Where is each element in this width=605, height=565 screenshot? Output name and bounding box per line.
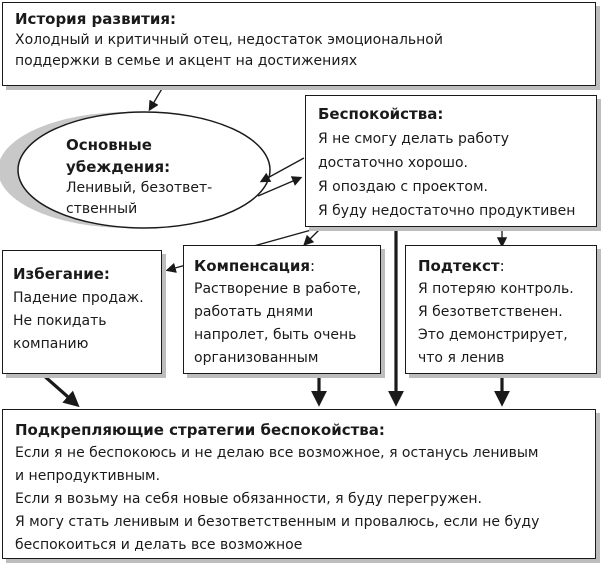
compensation-line: Растворение в работе, [194, 281, 362, 297]
history-title: История развития: [15, 10, 176, 28]
avoidance-line: Падение продаж. [13, 290, 144, 306]
arrow-history-to-beliefs [148, 86, 164, 112]
subtext-box: Подтекст: Я потеряю контроль. Я безответ… [405, 245, 597, 374]
worries-line: Я не смогу делать работу [318, 131, 510, 147]
history-line: поддержки в семье и акцент на достижения… [15, 53, 358, 69]
strategies-line: Я могу стать ленивым и безответственным … [15, 514, 540, 530]
subtext-title: Подтекст [418, 257, 500, 275]
avoidance-line: компанию [13, 336, 89, 352]
strategies-line: Если я не беспокоюсь и не делаю все возм… [15, 445, 539, 461]
beliefs-title: Основные [66, 136, 152, 154]
beliefs-ellipse [17, 111, 271, 229]
compensation-line: напролет, быть очень [194, 327, 357, 343]
beliefs-line: ственный [66, 201, 138, 217]
beliefs-title: убеждения: [66, 158, 171, 176]
subtext-line: Я потеряю контроль. [418, 281, 574, 297]
avoidance-box: Избегание: Падение продаж. Не покидать к… [2, 250, 162, 374]
subtext-line: Я безответственен. [418, 304, 563, 320]
history-line: Холодный и критичный отец, недостаток эм… [15, 32, 443, 48]
strategies-line: беспокоиться и делать все возможное [15, 537, 303, 553]
history-box: История развития: Холодный и критичный о… [2, 2, 596, 86]
compensation-box: Компенсация: Растворение в работе, работ… [183, 245, 381, 374]
worries-line: Я опоздаю с проектом. [318, 179, 488, 195]
subtext-line: что я ленив [418, 350, 505, 366]
strategies-line: и непродуктивным. [15, 468, 161, 484]
arrow-avoidance-to-strategies [40, 372, 80, 408]
compensation-title-colon: : [310, 257, 316, 275]
worries-title: Беспокойства: [318, 105, 444, 123]
strategies-title: Подкрепляющие стратегии беспокойства: [15, 421, 385, 439]
beliefs-node: Основные убеждения: Ленивый, безответ- с… [40, 134, 260, 220]
arrow-worries-to-beliefs [259, 157, 305, 183]
avoidance-title: Избегание: [13, 265, 110, 283]
subtext-line: Это демонстрирует, [418, 327, 568, 343]
compensation-line: работать днями [194, 304, 314, 320]
worries-box: Беспокойства: Я не смогу делать работу д… [305, 95, 597, 227]
arrow-worries-to-compensation [303, 226, 323, 246]
subtext-title-colon: : [499, 257, 505, 275]
avoidance-line: Не покидать [13, 313, 107, 329]
compensation-title-row: Компенсация: [194, 255, 370, 277]
compensation-title: Компенсация [194, 257, 311, 275]
compensation-line: организованным [194, 350, 319, 366]
strategies-line: Если я возьму на себя новые обязанности,… [15, 491, 483, 507]
subtext-title-row: Подтекст: [418, 255, 584, 277]
beliefs-line: Ленивый, безответ- [66, 180, 213, 196]
worries-line: Я буду недостаточно продуктивен [318, 203, 576, 219]
worries-line: достаточно хорошо. [318, 155, 468, 171]
arrow-beliefs-to-worries [257, 176, 303, 197]
strategies-box: Подкрепляющие стратегии беспокойства: Ес… [2, 409, 596, 559]
